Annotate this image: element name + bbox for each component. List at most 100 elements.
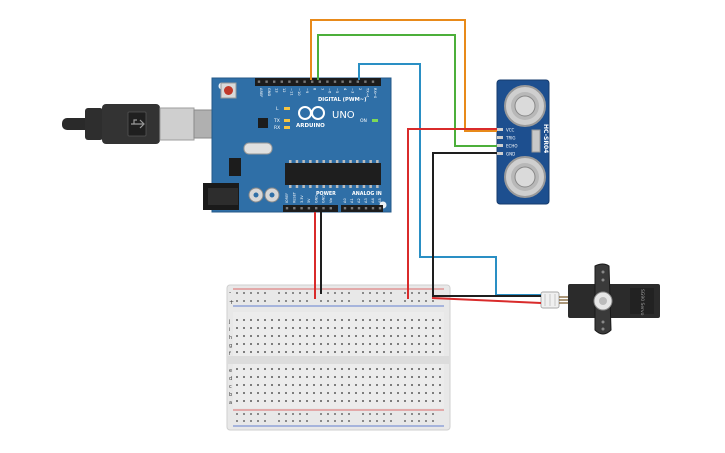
- breadboard-hole[interactable]: [243, 368, 245, 370]
- breadboard-hole[interactable]: [362, 392, 364, 394]
- breadboard-hole[interactable]: [432, 384, 434, 386]
- breadboard-hole[interactable]: [418, 327, 420, 329]
- breadboard-hole[interactable]: [306, 392, 308, 394]
- power-pin[interactable]: [329, 207, 332, 210]
- breadboard-hole[interactable]: [369, 319, 371, 321]
- breadboard-hole[interactable]: [320, 392, 322, 394]
- breadboard-hole[interactable]: [411, 384, 413, 386]
- breadboard-hole[interactable]: [236, 335, 238, 337]
- breadboard-hole[interactable]: [432, 343, 434, 345]
- breadboard-hole[interactable]: [299, 319, 301, 321]
- breadboard-hole[interactable]: [341, 420, 343, 422]
- breadboard-hole[interactable]: [264, 400, 266, 402]
- breadboard-hole[interactable]: [411, 327, 413, 329]
- breadboard-hole[interactable]: [243, 335, 245, 337]
- analog-pin[interactable]: [378, 207, 382, 210]
- breadboard-hole[interactable]: [271, 327, 273, 329]
- breadboard-hole[interactable]: [306, 327, 308, 329]
- breadboard-hole[interactable]: [306, 420, 308, 422]
- breadboard-hole[interactable]: [439, 319, 441, 321]
- breadboard-hole[interactable]: [383, 335, 385, 337]
- breadboard-hole[interactable]: [341, 319, 343, 321]
- digital-pin[interactable]: [341, 80, 344, 83]
- breadboard-hole[interactable]: [432, 376, 434, 378]
- power-pin[interactable]: [300, 207, 303, 210]
- breadboard-hole[interactable]: [390, 327, 392, 329]
- breadboard-hole[interactable]: [383, 420, 385, 422]
- breadboard-hole[interactable]: [285, 376, 287, 378]
- breadboard-hole[interactable]: [236, 327, 238, 329]
- breadboard-hole[interactable]: [348, 400, 350, 402]
- breadboard-hole[interactable]: [250, 400, 252, 402]
- breadboard-hole[interactable]: [327, 376, 329, 378]
- breadboard-hole[interactable]: [278, 292, 280, 294]
- breadboard-hole[interactable]: [292, 384, 294, 386]
- breadboard-hole[interactable]: [264, 384, 266, 386]
- breadboard-hole[interactable]: [376, 351, 378, 353]
- breadboard-hole[interactable]: [432, 413, 434, 415]
- breadboard-hole[interactable]: [425, 400, 427, 402]
- breadboard-hole[interactable]: [341, 384, 343, 386]
- breadboard-hole[interactable]: [257, 400, 259, 402]
- breadboard-hole[interactable]: [313, 319, 315, 321]
- breadboard-hole[interactable]: [418, 368, 420, 370]
- digital-pin[interactable]: [273, 80, 276, 83]
- breadboard-hole[interactable]: [411, 300, 413, 302]
- breadboard-hole[interactable]: [327, 292, 329, 294]
- breadboard-hole[interactable]: [306, 376, 308, 378]
- analog-pin[interactable]: [343, 207, 347, 210]
- breadboard-hole[interactable]: [278, 327, 280, 329]
- breadboard-hole[interactable]: [383, 400, 385, 402]
- breadboard-hole[interactable]: [397, 335, 399, 337]
- breadboard-hole[interactable]: [397, 327, 399, 329]
- breadboard-hole[interactable]: [362, 335, 364, 337]
- breadboard-hole[interactable]: [425, 376, 427, 378]
- breadboard-hole[interactable]: [236, 376, 238, 378]
- breadboard-hole[interactable]: [425, 292, 427, 294]
- breadboard-hole[interactable]: [439, 343, 441, 345]
- breadboard-hole[interactable]: [257, 351, 259, 353]
- breadboard-hole[interactable]: [299, 351, 301, 353]
- breadboard-hole[interactable]: [376, 319, 378, 321]
- breadboard-hole[interactable]: [264, 351, 266, 353]
- breadboard-hole[interactable]: [369, 413, 371, 415]
- breadboard-hole[interactable]: [376, 384, 378, 386]
- breadboard-hole[interactable]: [355, 343, 357, 345]
- breadboard-hole[interactable]: [369, 420, 371, 422]
- breadboard-hole[interactable]: [404, 420, 406, 422]
- breadboard-hole[interactable]: [257, 300, 259, 302]
- breadboard-hole[interactable]: [376, 292, 378, 294]
- breadboard-hole[interactable]: [411, 392, 413, 394]
- breadboard-hole[interactable]: [320, 335, 322, 337]
- power-pin[interactable]: [285, 207, 289, 210]
- breadboard-hole[interactable]: [313, 327, 315, 329]
- breadboard-hole[interactable]: [341, 292, 343, 294]
- breadboard-hole[interactable]: [320, 300, 322, 302]
- breadboard-hole[interactable]: [327, 300, 329, 302]
- breadboard-hole[interactable]: [362, 351, 364, 353]
- breadboard-hole[interactable]: [285, 384, 287, 386]
- digital-pin[interactable]: [356, 80, 359, 83]
- breadboard-hole[interactable]: [264, 292, 266, 294]
- breadboard-hole[interactable]: [271, 343, 273, 345]
- breadboard-hole[interactable]: [334, 351, 336, 353]
- breadboard-hole[interactable]: [404, 343, 406, 345]
- breadboard-hole[interactable]: [376, 300, 378, 302]
- breadboard-hole[interactable]: [348, 384, 350, 386]
- breadboard-hole[interactable]: [327, 384, 329, 386]
- breadboard-hole[interactable]: [278, 420, 280, 422]
- breadboard-hole[interactable]: [243, 327, 245, 329]
- breadboard-hole[interactable]: [236, 351, 238, 353]
- power-pin[interactable]: [307, 207, 311, 210]
- breadboard-hole[interactable]: [250, 343, 252, 345]
- breadboard-hole[interactable]: [432, 392, 434, 394]
- breadboard-hole[interactable]: [320, 327, 322, 329]
- breadboard-hole[interactable]: [390, 292, 392, 294]
- breadboard-hole[interactable]: [348, 376, 350, 378]
- breadboard-hole[interactable]: [320, 351, 322, 353]
- breadboard-hole[interactable]: [355, 384, 357, 386]
- breadboard-hole[interactable]: [306, 368, 308, 370]
- breadboard-hole[interactable]: [397, 384, 399, 386]
- breadboard-hole[interactable]: [313, 400, 315, 402]
- sensor-pin-gnd[interactable]: [497, 152, 503, 155]
